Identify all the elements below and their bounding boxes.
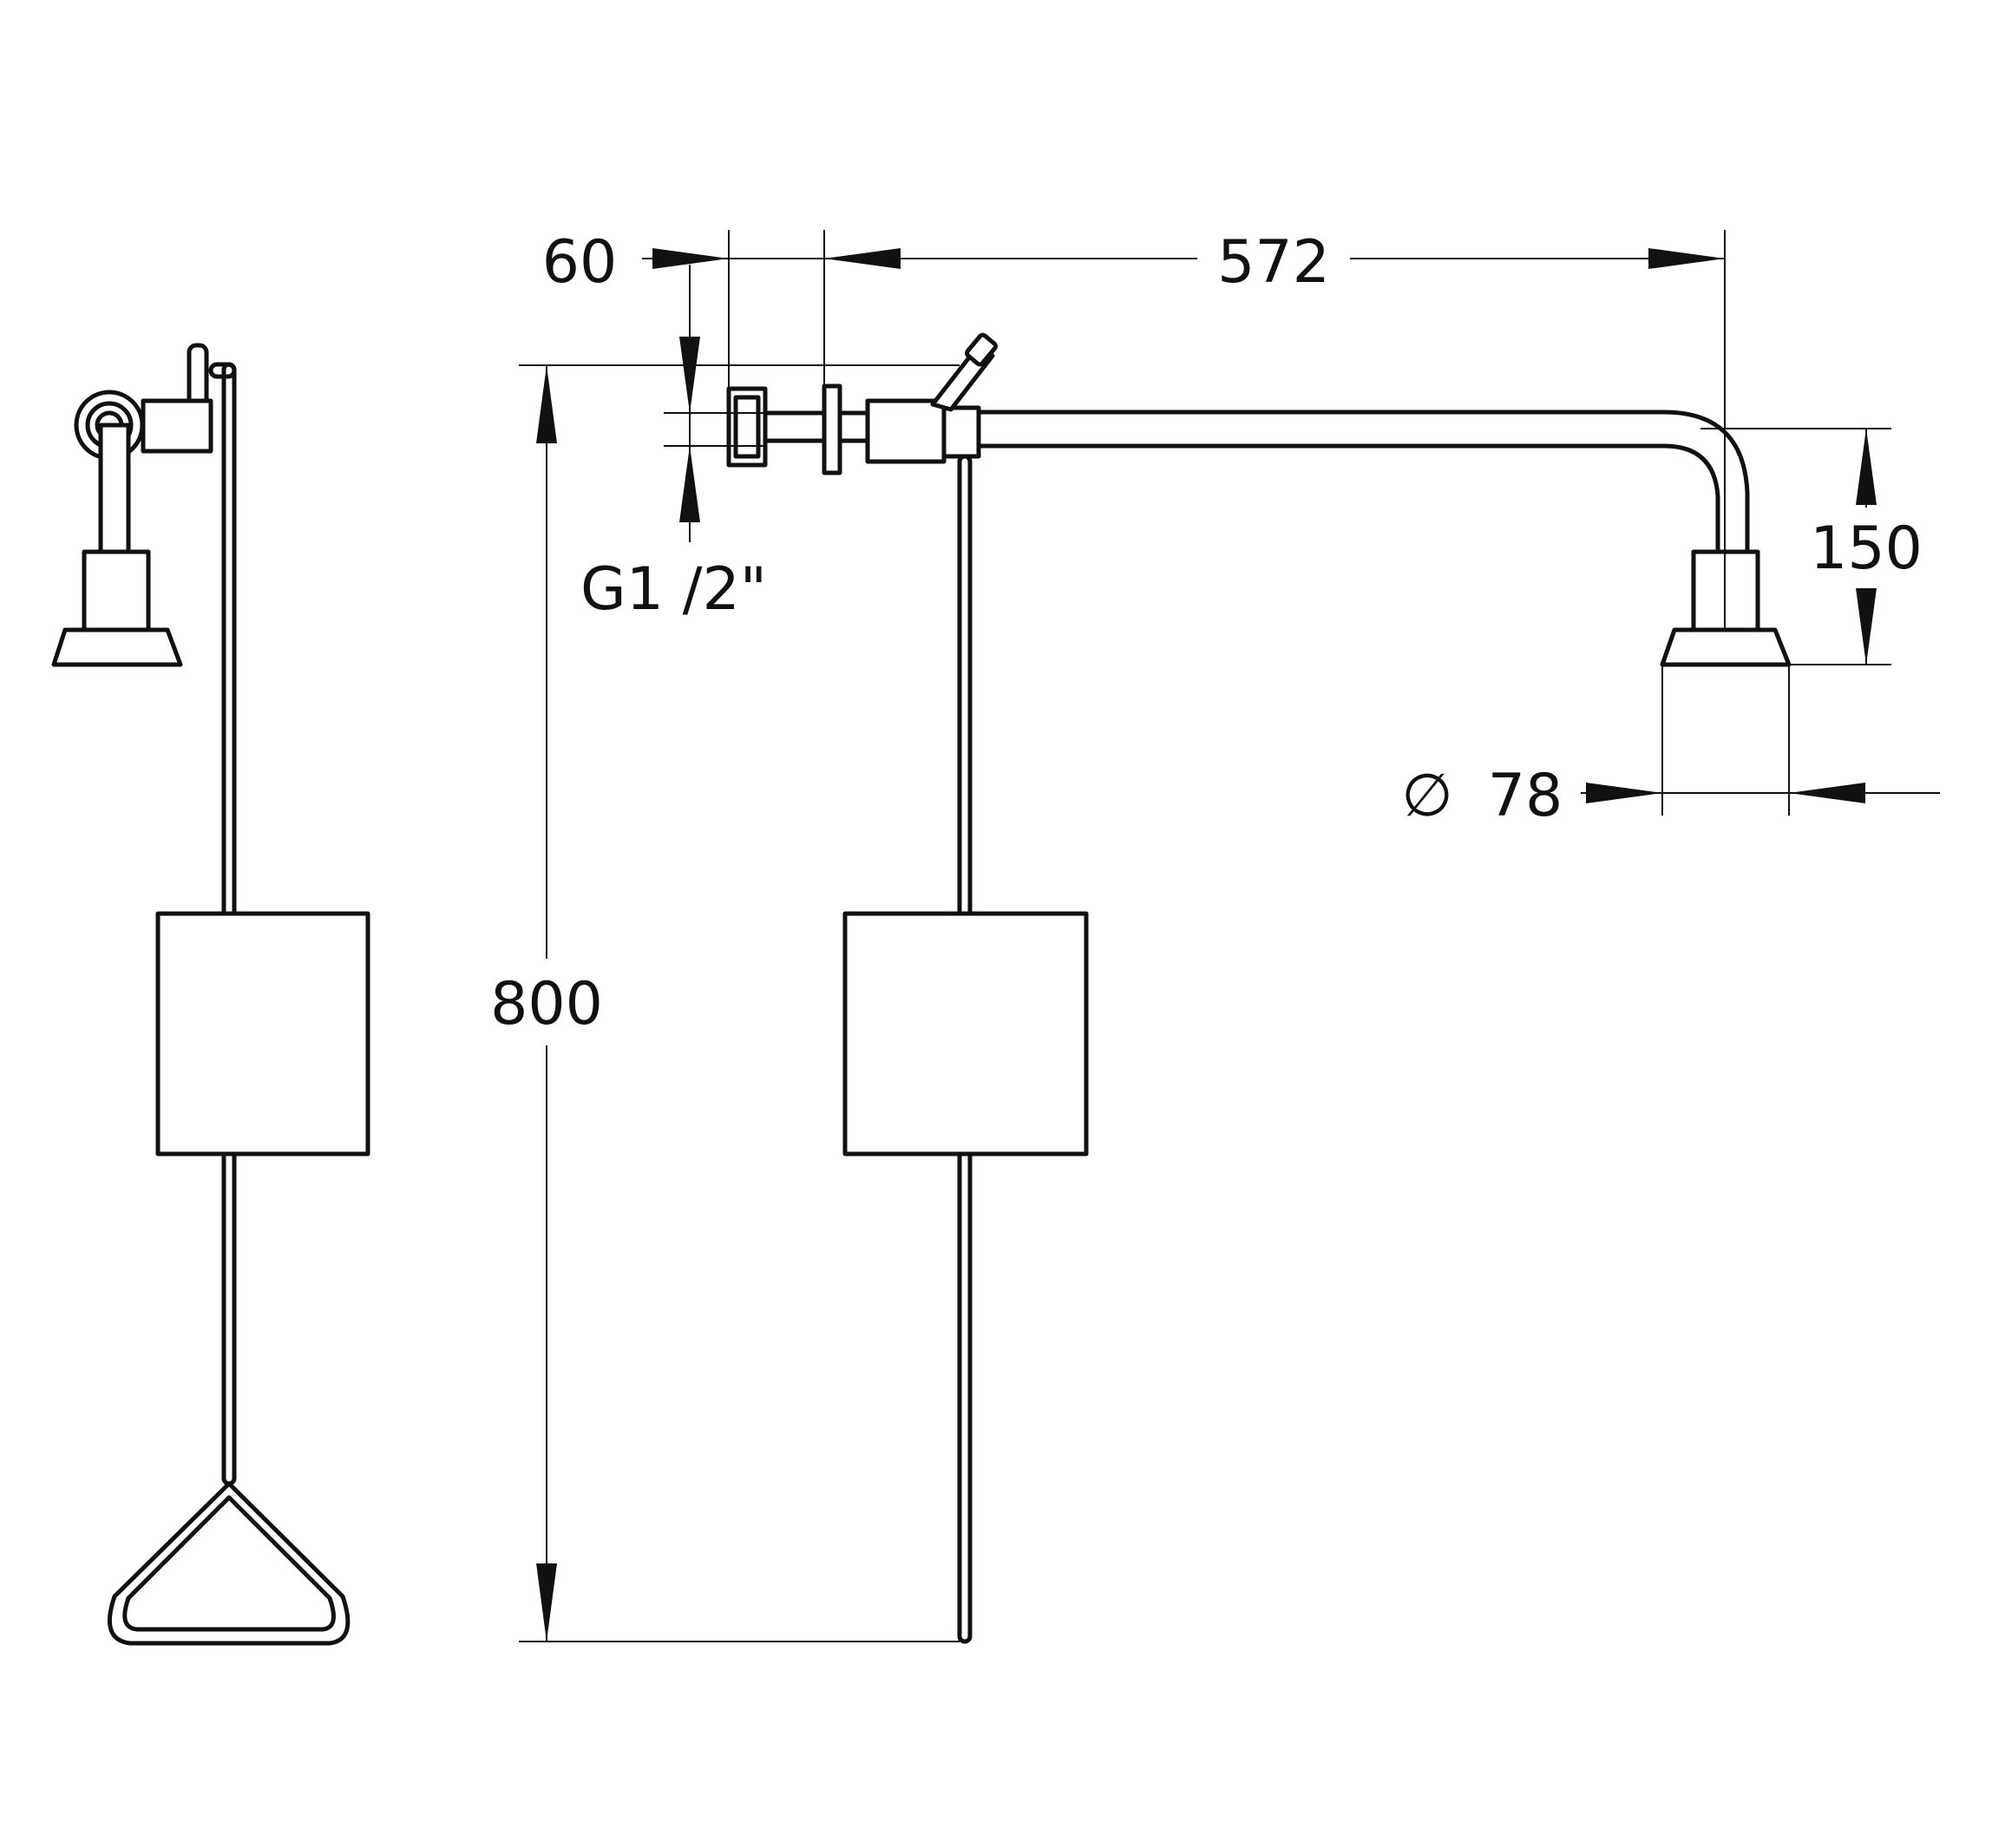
side-view-shower-head bbox=[51, 627, 183, 667]
dim-label-head-diameter: 78 bbox=[1488, 762, 1563, 830]
union-nut bbox=[837, 410, 870, 443]
side-view-triangle-handle bbox=[107, 1481, 351, 1646]
dim-label-inlet-offset: 60 bbox=[542, 228, 618, 297]
arrow-800-down bbox=[536, 1563, 557, 1642]
dim-label-diameter-symbol: ∅ bbox=[1401, 762, 1452, 830]
arrow-150-down bbox=[1856, 588, 1877, 665]
dim-label-drop-height: 150 bbox=[1810, 514, 1923, 583]
side-view-head-collar bbox=[82, 549, 151, 632]
arrow-800-up bbox=[536, 365, 557, 443]
shower-arm-inner bbox=[976, 443, 1720, 554]
front-view-shower-head bbox=[1660, 627, 1792, 667]
dim-label-total-height: 800 bbox=[490, 970, 603, 1039]
side-view-drop-pipe bbox=[98, 423, 131, 556]
arrow-150-up bbox=[1856, 429, 1877, 505]
side-view-triangle-handle-inner bbox=[122, 1495, 336, 1632]
shower-arm bbox=[976, 410, 1750, 554]
arrow-thread-down bbox=[679, 337, 700, 413]
arrow-78-right bbox=[1586, 783, 1662, 803]
valve-outlet bbox=[941, 405, 981, 459]
valve-lever-tip bbox=[965, 332, 998, 367]
arrow-thread-up bbox=[679, 446, 700, 522]
front-view bbox=[726, 332, 1792, 1644]
valve-body bbox=[865, 398, 947, 464]
wall-flange-inner bbox=[733, 395, 761, 459]
side-view-rod-top bbox=[208, 362, 237, 379]
side-view-pull-box bbox=[155, 911, 370, 1157]
dim-label-thread-size: G1 /2" bbox=[580, 555, 767, 624]
side-view bbox=[51, 343, 370, 1646]
dimension-labels: 60 572 G1 /2" 800 150 ∅ 78 bbox=[490, 228, 1923, 1039]
arrow-572-right bbox=[1648, 248, 1725, 269]
arrow-60-right bbox=[652, 248, 729, 269]
side-view-valve-body bbox=[141, 398, 213, 454]
arrow-78-left bbox=[1789, 783, 1865, 803]
dimension-lines bbox=[519, 230, 1940, 1642]
escutcheon bbox=[822, 383, 842, 475]
dim-label-arm-length: 572 bbox=[1217, 228, 1330, 297]
front-view-pull-box bbox=[842, 911, 1089, 1157]
connector-pipe bbox=[763, 410, 830, 443]
